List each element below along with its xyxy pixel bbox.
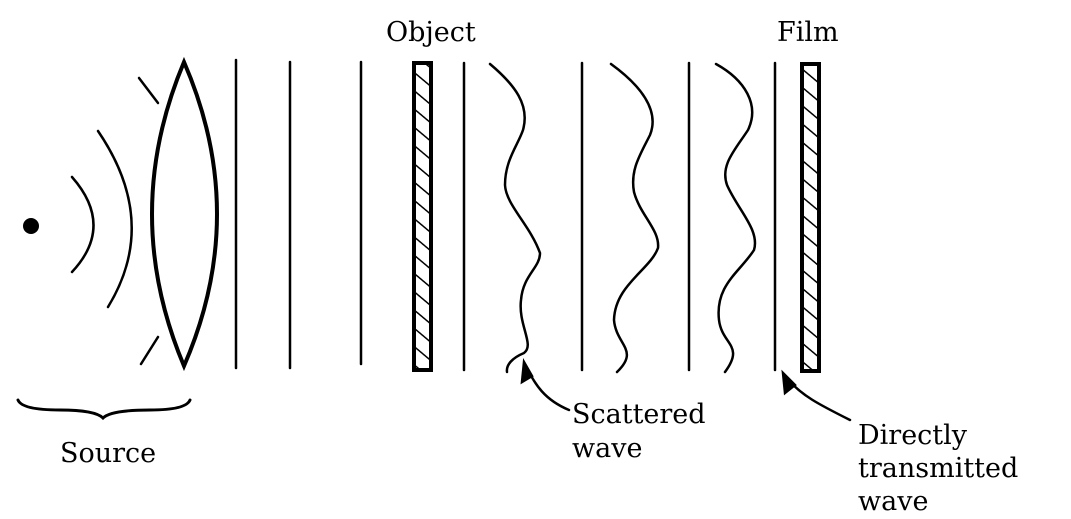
direct-wave-label-2: transmitted	[858, 453, 1019, 484]
spherical-wavefront-3-top	[137, 76, 160, 105]
scattered-wavefront	[609, 62, 660, 374]
scattered-wave-arrow	[524, 364, 571, 412]
object-plate	[412, 61, 433, 372]
source-label: Source	[60, 438, 157, 469]
object-label: Object	[386, 17, 476, 48]
source-brace	[16, 398, 192, 421]
scattered-wavefront	[714, 62, 757, 374]
film-plate	[800, 62, 821, 373]
scattered-wavefront	[488, 62, 542, 374]
arrowhead	[781, 369, 797, 396]
lens	[150, 56, 219, 372]
spherical-wavefront-1	[70, 175, 95, 274]
direct-wave-label-3: wave	[858, 486, 929, 517]
spherical-wavefront-3-bottom	[139, 335, 160, 366]
spherical-wavefront-2	[96, 129, 133, 309]
point-source	[23, 218, 39, 234]
scattered-wave-label-1: Scattered	[572, 399, 706, 430]
direct-wave-label-1: Directly	[858, 420, 968, 451]
arrowhead	[520, 357, 534, 385]
direct-wave-arrow	[784, 375, 852, 422]
film-label: Film	[777, 17, 839, 48]
scattered-wave-label-2: wave	[572, 433, 643, 464]
